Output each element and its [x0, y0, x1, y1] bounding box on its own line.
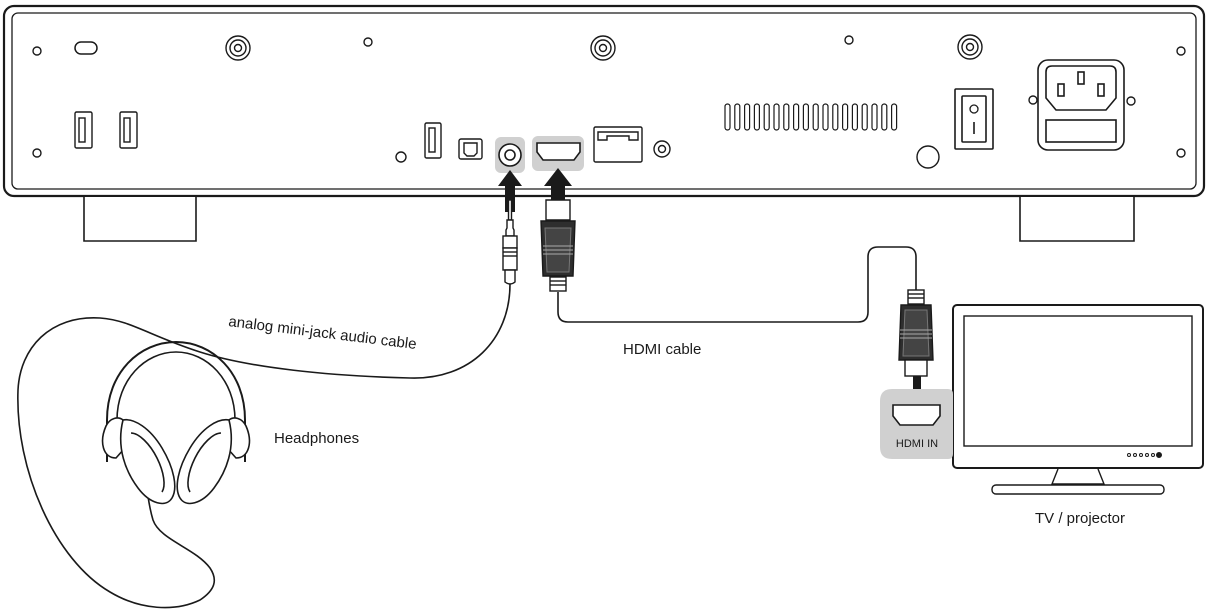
ir-window — [74, 41, 98, 55]
usb-port-3 — [424, 122, 442, 159]
vent-slot — [753, 103, 761, 131]
hdmi-plug-device — [540, 199, 576, 292]
hdmi-port — [536, 142, 581, 161]
headphones-illustration — [101, 340, 251, 505]
headphone-jack — [498, 143, 522, 167]
vent-slot — [743, 103, 751, 131]
tv-stand-base — [991, 484, 1165, 495]
vent-slot — [783, 103, 790, 131]
vent-slot — [832, 103, 839, 131]
tv-stand-neck — [1050, 468, 1106, 485]
small-jack — [395, 151, 407, 163]
label-tv-projector: TV / projector — [1035, 510, 1125, 527]
tv-indicator-dots — [1127, 452, 1162, 458]
label-headphones: Headphones — [274, 430, 359, 447]
hdmi-plug-tv — [898, 289, 934, 377]
reset-button — [916, 145, 940, 169]
device-foot-right — [1019, 197, 1135, 242]
screws — [32, 35, 1186, 158]
tv-projector — [952, 304, 1204, 495]
arrow-to-headphone-jack — [498, 170, 522, 212]
coax-port — [653, 140, 671, 158]
vent-slot — [802, 103, 810, 131]
vent-slot — [861, 103, 868, 131]
mini-jack-plug — [502, 199, 518, 285]
vent-slot — [871, 103, 878, 131]
label-hdmi-in: HDMI IN — [896, 438, 938, 450]
vent-slot — [773, 103, 780, 131]
label-hdmi-cable: HDMI cable — [623, 341, 701, 358]
vent-slot — [734, 103, 741, 131]
usb-port-2 — [119, 111, 138, 149]
antenna-connector-1 — [225, 35, 251, 61]
power-switch — [954, 88, 994, 150]
antenna-connector-2 — [590, 35, 616, 61]
ventilation-slots — [724, 103, 898, 131]
hdmi-cable — [557, 246, 917, 323]
vent-slot — [812, 103, 819, 131]
vent-slot — [851, 103, 859, 131]
hdmi-in-port — [892, 404, 941, 426]
vent-slot — [841, 103, 849, 131]
ethernet-port — [593, 126, 643, 163]
vent-slot — [822, 103, 829, 131]
audio-cable — [17, 283, 511, 609]
vent-slot — [763, 103, 770, 131]
vent-slot — [724, 103, 731, 131]
vent-slot — [890, 103, 898, 131]
device-foot-left — [83, 197, 197, 242]
label-audio-cable: analog mini-jack audio cable — [228, 313, 418, 353]
optical-port — [458, 138, 483, 160]
vent-slot — [881, 103, 888, 131]
antenna-connector-3 — [957, 34, 983, 60]
usb-port-1 — [74, 111, 93, 149]
power-inlet — [1037, 59, 1125, 151]
device-rear-panel — [2, 4, 1206, 242]
vent-slot — [792, 103, 800, 131]
